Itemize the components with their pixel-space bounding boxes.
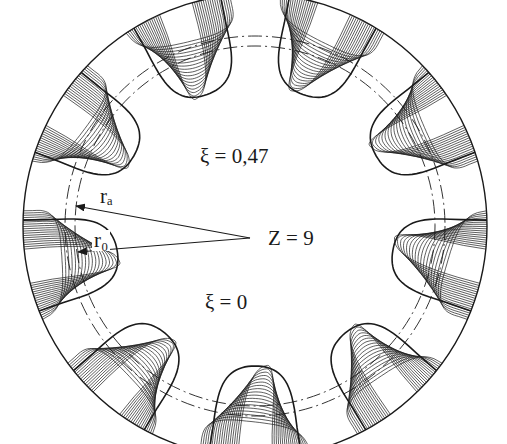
envelope-curve bbox=[292, 0, 360, 79]
envelope-curves bbox=[23, 0, 487, 444]
envelope-curve bbox=[412, 67, 478, 167]
envelope-curve bbox=[282, 0, 382, 57]
shift-label: ξ = 0 bbox=[205, 292, 247, 313]
envelope-curve bbox=[349, 354, 436, 430]
envelope-curve bbox=[404, 74, 474, 162]
envelope-curve bbox=[23, 217, 72, 313]
tooth-profile bbox=[23, 219, 118, 311]
envelope-curve bbox=[23, 234, 99, 296]
envelope-curve bbox=[351, 343, 428, 423]
envelope-curve bbox=[434, 218, 487, 314]
envelope-curve bbox=[348, 356, 439, 432]
envelope-curve bbox=[71, 348, 155, 432]
envelope-curve bbox=[132, 0, 228, 54]
envelope-curve bbox=[206, 411, 303, 444]
envelope-curve bbox=[292, 0, 367, 72]
envelope-curve bbox=[222, 389, 288, 444]
envelope-curve bbox=[213, 402, 297, 444]
envelope-curve bbox=[292, 0, 364, 74]
envelope-curve bbox=[38, 79, 114, 158]
envelope-curve bbox=[413, 66, 478, 168]
envelope-curve bbox=[404, 234, 487, 290]
envelope-curve bbox=[224, 385, 286, 444]
envelope-curve bbox=[351, 349, 433, 426]
envelope-curve bbox=[436, 215, 487, 315]
envelope-curve bbox=[128, 0, 231, 50]
envelope-curve bbox=[68, 349, 156, 435]
envelope-curve bbox=[349, 355, 438, 431]
envelope-curve bbox=[410, 233, 487, 294]
envelope-curve bbox=[394, 81, 471, 158]
envelope-curve bbox=[32, 66, 106, 163]
tooth-profile bbox=[35, 72, 140, 174]
tooth-profile bbox=[134, 0, 232, 97]
envelope-curve bbox=[143, 0, 217, 73]
envelope-curve bbox=[140, 0, 221, 66]
tooth-profile bbox=[209, 366, 301, 444]
envelope-curve bbox=[399, 77, 473, 159]
tip-circle bbox=[65, 36, 445, 416]
envelope-curve bbox=[24, 210, 63, 319]
tooth-profile bbox=[331, 324, 436, 430]
tooth-count: Z = 9 bbox=[268, 228, 314, 249]
envelope-curve bbox=[407, 234, 487, 293]
tooth-profile bbox=[392, 219, 487, 311]
envelope-curve bbox=[23, 226, 86, 305]
envelope-curve bbox=[136, 0, 225, 60]
pitch-circle bbox=[75, 46, 435, 406]
tooth-profile bbox=[74, 324, 179, 430]
envelope-curve bbox=[350, 353, 435, 429]
envelope-curve bbox=[200, 420, 310, 444]
tooth-profile bbox=[370, 72, 475, 174]
radius-label: rₐ bbox=[98, 186, 115, 207]
shift-label: ξ = 0,47 bbox=[200, 146, 268, 167]
envelope-curve bbox=[350, 351, 434, 428]
envelope-curve bbox=[426, 224, 487, 307]
envelope-curve bbox=[43, 90, 123, 164]
envelope-curve bbox=[145, 0, 216, 76]
envelope-curve bbox=[408, 71, 475, 165]
radius-label: r₀ bbox=[92, 230, 110, 251]
envelope-curve bbox=[211, 405, 299, 444]
tooth-profile bbox=[279, 0, 377, 97]
envelope-curve bbox=[280, 0, 384, 56]
outer-circle bbox=[23, 0, 487, 444]
envelope-curve bbox=[351, 327, 419, 416]
envelope-curve bbox=[286, 0, 378, 61]
envelope-curve bbox=[421, 228, 487, 303]
envelope-curve bbox=[23, 232, 96, 299]
envelope-curve bbox=[126, 0, 233, 47]
envelope-curve bbox=[39, 81, 116, 159]
